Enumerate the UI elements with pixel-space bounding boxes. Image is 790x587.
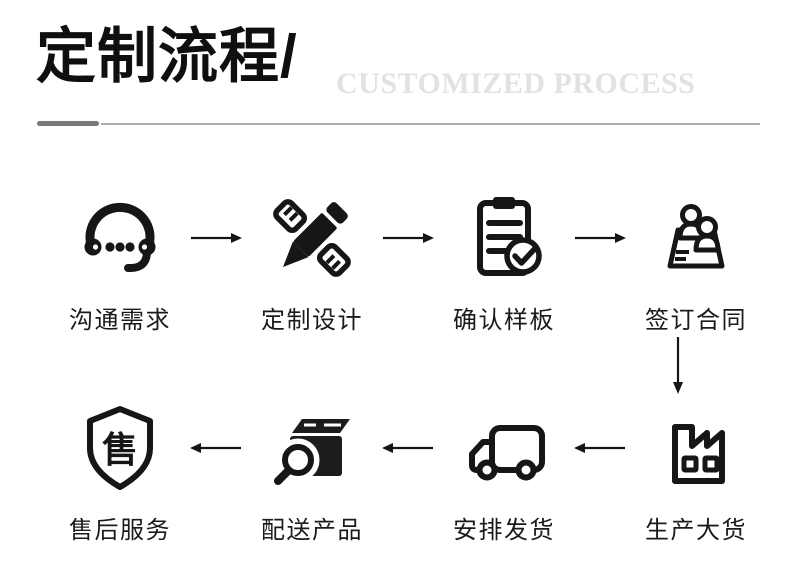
package-search-icon <box>262 398 362 498</box>
divider-line <box>101 122 760 125</box>
step-label: 生产大货 <box>645 517 747 544</box>
step-communicate-needs: 沟通需求 <box>50 188 190 335</box>
step-aftersale-service: 售 售后服务 <box>50 398 190 545</box>
arrow-left-icon <box>574 398 626 498</box>
step-label: 安排发货 <box>453 517 555 544</box>
step-confirm-sample: 确认样板 <box>434 188 574 335</box>
factory-icon <box>646 398 746 498</box>
step-custom-design: 定制设计 <box>242 188 382 335</box>
step-label: 定制设计 <box>261 307 363 334</box>
step-sign-contract: 签订合同 <box>626 188 766 335</box>
arrow-right-icon <box>190 188 242 288</box>
step-label: 签订合同 <box>645 307 747 334</box>
arrow-down-icon <box>664 336 692 394</box>
section-title: 定制流程/ <box>36 23 298 90</box>
divider-accent-bar <box>37 121 99 126</box>
delivery-truck-icon <box>454 398 554 498</box>
process-row-1: 沟通需求 <box>0 188 790 335</box>
arrow-left-icon <box>190 398 242 498</box>
arrow-right-icon <box>382 188 434 288</box>
headset-icon <box>70 188 170 288</box>
step-label: 沟通需求 <box>69 307 171 334</box>
design-pen-ruler-icon <box>262 188 362 288</box>
step-label: 售后服务 <box>69 517 171 544</box>
header-divider <box>37 121 760 126</box>
step-label: 配送产品 <box>261 517 363 544</box>
step-mass-production: 生产大货 <box>626 398 766 545</box>
step-deliver-product: 配送产品 <box>242 398 382 545</box>
aftersale-shield-icon: 售 <box>70 398 170 498</box>
step-arrange-shipping: 安排发货 <box>434 398 574 545</box>
clipboard-check-icon <box>454 188 554 288</box>
arrow-left-icon <box>382 398 434 498</box>
step-label: 确认样板 <box>453 307 555 334</box>
contract-people-icon <box>646 188 746 288</box>
arrow-right-icon <box>574 188 626 288</box>
shield-character: 售 <box>102 429 138 470</box>
process-row-2: 售 售后服务 <box>0 398 790 545</box>
section-subtitle-en: CUSTOMIZED PROCESS <box>336 67 696 100</box>
